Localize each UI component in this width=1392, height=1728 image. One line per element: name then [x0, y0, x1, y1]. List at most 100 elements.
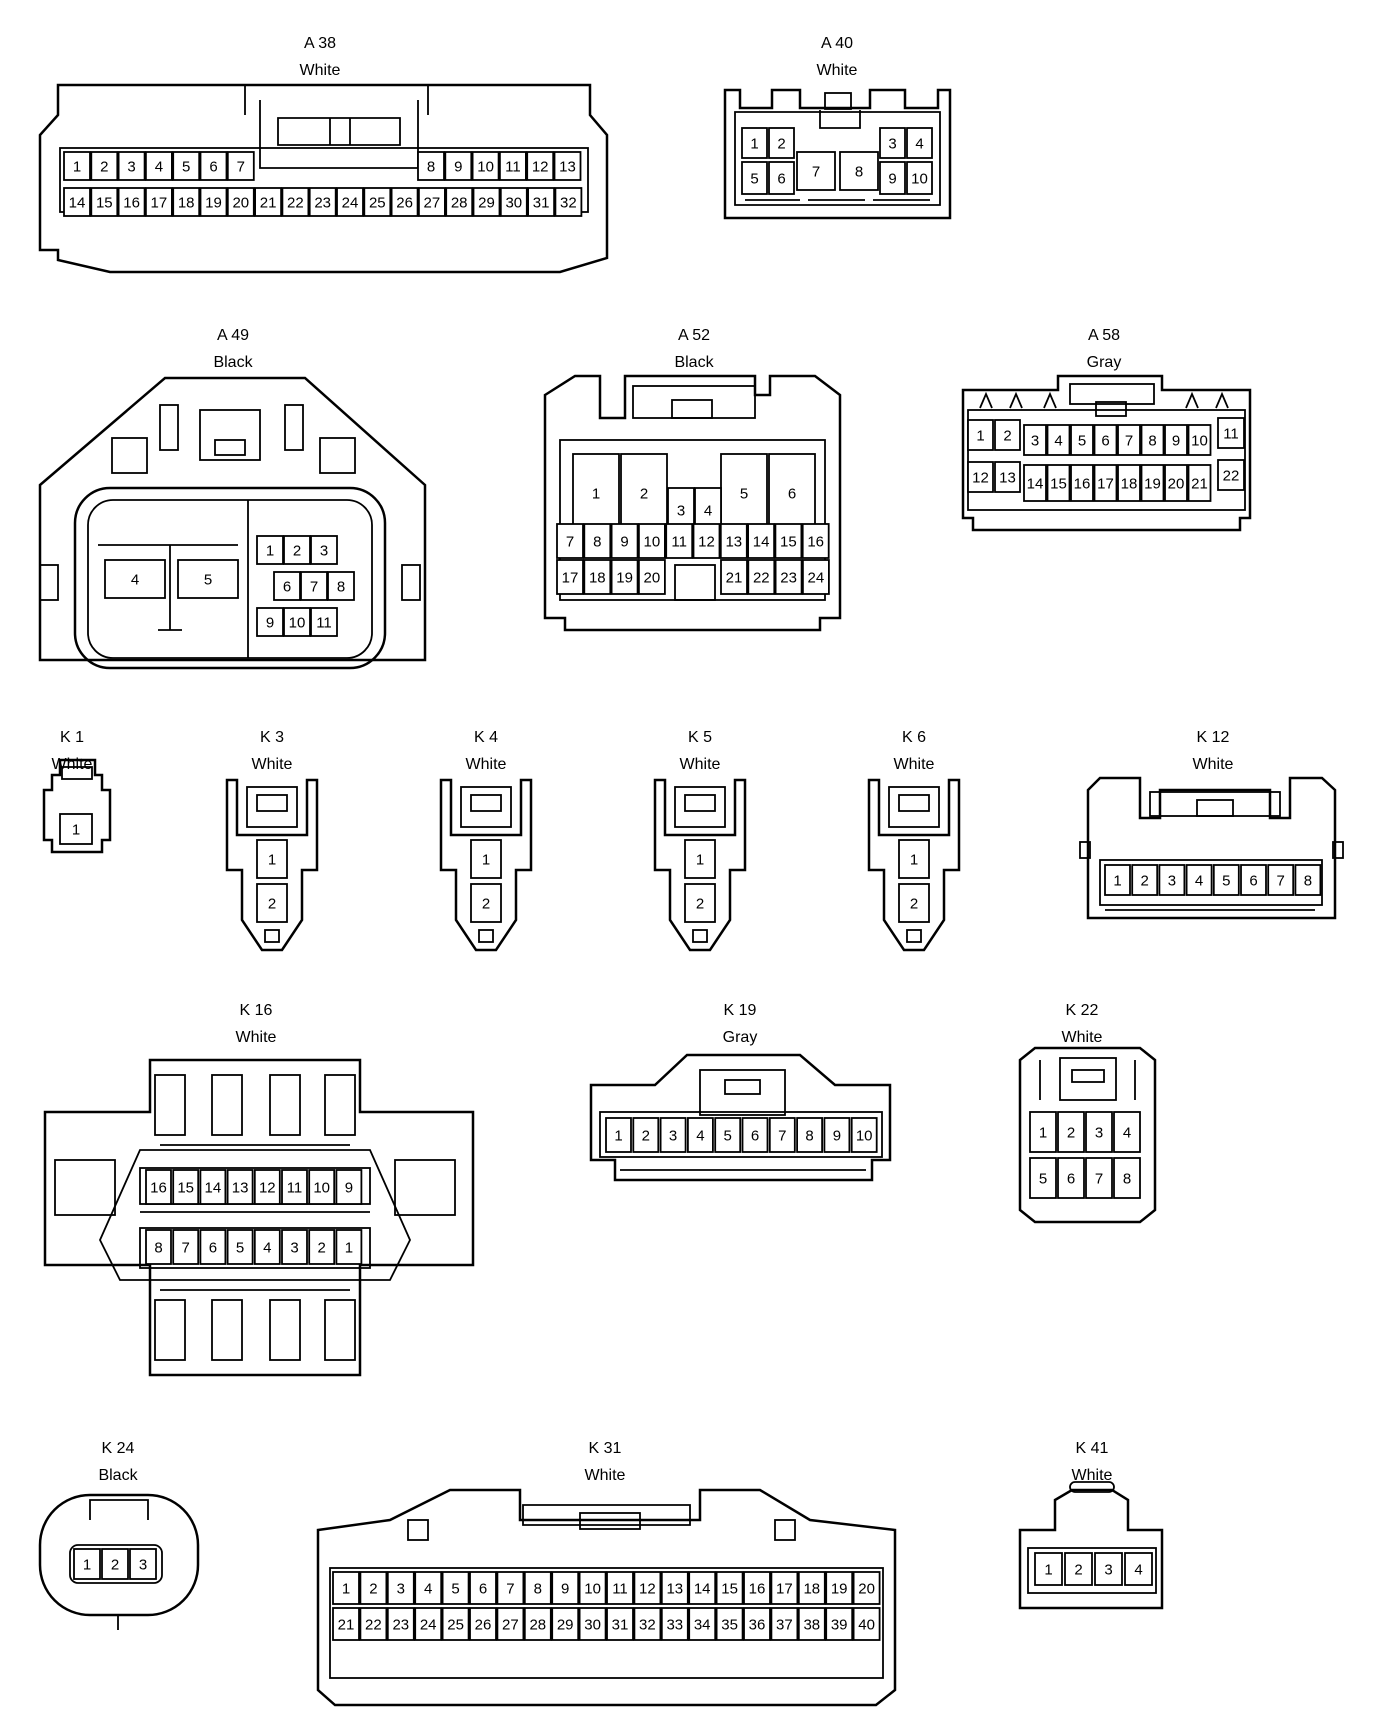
k19-pin-cavity	[850, 1117, 878, 1153]
k16-pin-number: 13	[232, 1180, 249, 1197]
a58-pin-cavity	[1164, 464, 1188, 502]
k31-pin-number: 15	[721, 1581, 738, 1598]
k16-pin-cavity	[281, 1169, 308, 1205]
k24-pin-number: 1	[83, 1557, 91, 1574]
a58-housing-color: Gray	[1087, 354, 1122, 371]
a38-pin-cavity	[199, 187, 228, 217]
a58-pin-number: 7	[1125, 433, 1133, 450]
k16-pin-number: 7	[182, 1240, 190, 1257]
k16-housing-part	[211, 1299, 243, 1361]
a52-pin-cavity	[747, 523, 775, 559]
k31-pin-number: 17	[776, 1581, 793, 1598]
a49-housing-part	[214, 439, 246, 456]
k31-pin-number: 9	[561, 1581, 569, 1598]
k31-pin-cavity	[797, 1571, 826, 1605]
k6-housing-part	[888, 786, 940, 828]
k31-pin-cavity	[797, 1607, 826, 1641]
k16-housing-part	[139, 1227, 371, 1269]
k4-housing-color: White	[466, 756, 507, 773]
k31-pin-cavity	[715, 1571, 744, 1605]
a52-pin-number: 2	[640, 486, 648, 503]
a52-pin-cavity	[747, 559, 776, 595]
k41-pin-number: 4	[1134, 1562, 1142, 1579]
a58-pin-number: 15	[1050, 476, 1067, 493]
k3-housing-part	[256, 794, 288, 812]
k3-pin-cavity	[256, 883, 288, 923]
k31-pin-number: 35	[721, 1617, 738, 1634]
a58-pin-number: 18	[1121, 476, 1138, 493]
a49-pin-cavity	[104, 559, 166, 599]
k16-housing-part	[99, 1149, 411, 1281]
a49-housing-part	[199, 409, 261, 461]
a40-pin-number: 10	[911, 171, 928, 188]
a58-pin-number: 17	[1097, 476, 1114, 493]
a38-pin-number: 13	[559, 159, 576, 176]
a58-pin-cavity	[1023, 424, 1047, 456]
a58-pin-number: 16	[1074, 476, 1091, 493]
k31-pin-cavity	[852, 1607, 881, 1641]
k24-connector-code: K 24	[102, 1440, 135, 1457]
a38-pin-number: 15	[96, 195, 113, 212]
k16-pin-number: 4	[263, 1240, 271, 1257]
k31-housing-part	[774, 1519, 796, 1541]
k19-connector-code: K 19	[724, 1002, 757, 1019]
k3-pin-number: 1	[268, 852, 276, 869]
a49-housing-part	[159, 404, 179, 451]
k3-housing-part	[246, 786, 298, 828]
k16-pin-cavity	[226, 1229, 254, 1265]
a52-pin-number: 22	[753, 570, 770, 587]
k31-pin-number: 19	[831, 1581, 848, 1598]
k5-housing-color: White	[680, 756, 721, 773]
k4-pin-number: 1	[482, 852, 490, 869]
a38-pin-cavity	[444, 151, 473, 181]
k31-pin-number: 39	[831, 1617, 848, 1634]
a58-pin-number: 20	[1168, 476, 1185, 493]
a58-pin-cavity	[1217, 459, 1245, 491]
a52-pin-number: 1	[592, 486, 600, 503]
a58-pin-cavity	[1187, 424, 1212, 456]
a52-pin-cavity	[801, 523, 830, 559]
k19-pin-cavity	[796, 1117, 823, 1153]
a38-pin-cavity	[554, 187, 583, 217]
a49-pin-number: 11	[316, 615, 332, 632]
a58-pin-number: 3	[1031, 433, 1039, 450]
k12-housing-part	[1149, 791, 1281, 817]
a58-pin-cavity	[1140, 464, 1165, 502]
a58-housing-part	[979, 391, 1229, 409]
k31-housing-part	[316, 1488, 897, 1707]
k19-pin-number: 5	[724, 1128, 732, 1145]
a58-pin-number: 4	[1054, 433, 1062, 450]
a40-pin-cavity	[796, 151, 836, 191]
k3-housing-part	[225, 778, 319, 952]
a38-pin-number: 11	[505, 159, 521, 176]
k31-pin-number: 4	[424, 1581, 432, 1598]
k16-pin-cavity	[253, 1169, 281, 1205]
a38-pin-cavity	[308, 187, 337, 217]
k19-pin-cavity	[687, 1117, 714, 1153]
a49-pin-number: 10	[289, 615, 306, 632]
a38-pin-cavity	[172, 187, 201, 217]
a38-pin-number: 8	[427, 159, 435, 176]
a38-pin-number: 23	[314, 195, 331, 212]
a58-pin-cavity	[1046, 424, 1071, 456]
k31-pin-cavity	[496, 1607, 525, 1641]
k31-pin-number: 31	[612, 1617, 629, 1634]
a58-pin-number: 22	[1223, 468, 1240, 485]
a52-pin-cavity	[572, 453, 620, 533]
a38-pin-cavity	[90, 187, 119, 217]
k31-housing-color: White	[585, 1467, 626, 1484]
k31-housing-part	[329, 1567, 884, 1679]
k31-pin-cavity	[825, 1607, 854, 1641]
a38-pin-number: 25	[369, 195, 386, 212]
a58-housing-part	[961, 374, 1252, 532]
a38-pin-number: 20	[232, 195, 249, 212]
a52-pin-cavity	[610, 559, 639, 595]
a58-connector-code: A 58	[1088, 327, 1120, 344]
k12-pin-number: 1	[1113, 873, 1121, 890]
a40-pin-number: 9	[888, 171, 896, 188]
k41-pin-number: 1	[1044, 1562, 1052, 1579]
k12-housing-part	[1196, 799, 1234, 817]
k41-pin-number: 2	[1074, 1562, 1082, 1579]
k16-pin-cavity	[281, 1229, 308, 1265]
a49-housing-part	[87, 499, 373, 659]
